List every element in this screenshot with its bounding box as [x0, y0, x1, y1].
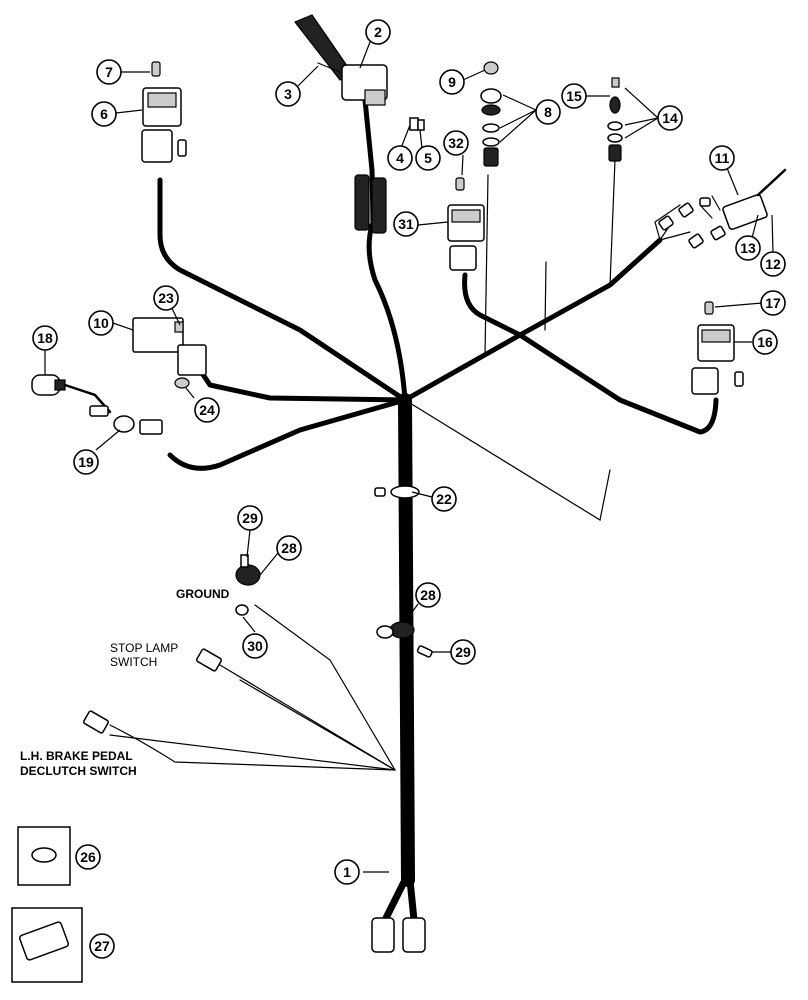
- lighter-8: [480, 61, 502, 167]
- grommet-24: [174, 377, 190, 389]
- callout-32: 32: [443, 130, 469, 156]
- callout-26: 26: [75, 844, 101, 870]
- indicator-14: [607, 77, 623, 162]
- svg-text:28: 28: [420, 587, 436, 603]
- svg-text:24: 24: [199, 402, 215, 418]
- relay-10: [132, 317, 207, 376]
- stop-lamp-label-line2: SWITCH: [110, 655, 157, 669]
- svg-text:9: 9: [448, 74, 456, 90]
- clamp-22: [390, 485, 420, 499]
- switch-2: [294, 14, 388, 106]
- callout-3: 3: [275, 81, 301, 107]
- svg-text:13: 13: [740, 240, 756, 256]
- callout-13: 13: [735, 235, 761, 261]
- callout-1: 1: [334, 859, 360, 885]
- svg-text:8: 8: [544, 104, 552, 120]
- ground-label: GROUND: [176, 587, 230, 601]
- svg-text:7: 7: [105, 64, 113, 80]
- screw-4: [409, 117, 419, 131]
- brake-label-line2: DECLUTCH SWITCH: [20, 764, 137, 778]
- connector-pair-right: [371, 177, 387, 234]
- brake-label-line1: L.H. BRAKE PEDAL: [20, 749, 133, 763]
- plate-27-box: [11, 907, 83, 983]
- svg-text:17: 17: [765, 295, 781, 311]
- callout-9: 9: [439, 69, 465, 95]
- connector-pair-left: [354, 174, 370, 231]
- svg-text:32: 32: [448, 135, 464, 151]
- svg-text:23: 23: [158, 290, 174, 306]
- nut-5: [417, 119, 425, 131]
- svg-text:19: 19: [78, 454, 94, 470]
- callout-17: 17: [760, 290, 786, 316]
- cap-19: [113, 415, 135, 433]
- svg-text:29: 29: [455, 644, 471, 660]
- svg-text:11: 11: [715, 150, 730, 166]
- callout-18: 18: [32, 325, 58, 351]
- callout-7: 7: [96, 59, 122, 85]
- rocker-switch-16: [691, 324, 744, 395]
- svg-text:30: 30: [247, 638, 263, 654]
- callout-19: 19: [73, 449, 99, 475]
- svg-text:26: 26: [80, 849, 96, 865]
- svg-text:4: 4: [396, 150, 404, 166]
- svg-text:10: 10: [93, 315, 109, 331]
- svg-text:15: 15: [566, 88, 582, 104]
- clamp-28-lower: [376, 621, 433, 658]
- callout-28-upper: 28: [276, 535, 302, 561]
- callout-10: 10: [88, 310, 114, 336]
- svg-text:6: 6: [100, 106, 108, 122]
- leader-lines: [44, 41, 774, 873]
- callout-11: 11: [709, 145, 735, 171]
- callout-12: 12: [760, 251, 786, 277]
- callout-29-lower: 29: [450, 639, 476, 665]
- svg-text:31: 31: [398, 216, 414, 232]
- rocker-switch-6: [141, 87, 187, 163]
- callout-22: 22: [431, 486, 457, 512]
- callout-14: 14: [657, 105, 683, 131]
- main-harness: [109, 97, 719, 924]
- callout-2: 2: [365, 19, 391, 45]
- callout-30: 30: [242, 633, 268, 659]
- rocker-switch-31: [447, 204, 485, 271]
- callout-16: 16: [752, 329, 778, 355]
- end-connector-left: [371, 917, 395, 953]
- svg-text:1: 1: [343, 864, 351, 880]
- callout-5: 5: [415, 145, 441, 171]
- svg-text:12: 12: [765, 256, 781, 272]
- callout-6: 6: [91, 101, 117, 127]
- plug-26-box: [17, 826, 71, 886]
- callout-31: 31: [393, 211, 419, 237]
- callout-4: 4: [387, 145, 413, 171]
- svg-text:18: 18: [37, 330, 53, 346]
- svg-text:28: 28: [281, 540, 297, 556]
- lens-7: [151, 61, 161, 77]
- svg-text:29: 29: [242, 510, 258, 526]
- clamp-28-upper: [235, 554, 261, 616]
- svg-text:5: 5: [424, 150, 432, 166]
- svg-text:22: 22: [436, 491, 452, 507]
- connector-19b: [139, 419, 163, 435]
- brake-switch-connector: [82, 710, 110, 734]
- callout-24: 24: [194, 397, 220, 423]
- connector-19a: [89, 405, 109, 417]
- svg-text:27: 27: [94, 938, 110, 954]
- callout-15: 15: [561, 83, 587, 109]
- callout-28-lower: 28: [415, 582, 441, 608]
- stop-lamp-label-line1: STOP LAMP: [110, 641, 178, 655]
- callout-27: 27: [89, 933, 115, 959]
- socket-18: [31, 374, 66, 396]
- end-connector-right: [402, 917, 426, 953]
- svg-text:14: 14: [662, 110, 678, 126]
- lens-32: [455, 177, 465, 191]
- svg-text:3: 3: [284, 86, 292, 102]
- callout-23: 23: [153, 285, 179, 311]
- stop-lamp-connector: [195, 648, 223, 672]
- svg-text:16: 16: [757, 334, 773, 350]
- callout-29-upper: 29: [237, 505, 263, 531]
- callout-8: 8: [535, 99, 561, 125]
- lens-17: [704, 301, 714, 315]
- svg-text:2: 2: [374, 24, 382, 40]
